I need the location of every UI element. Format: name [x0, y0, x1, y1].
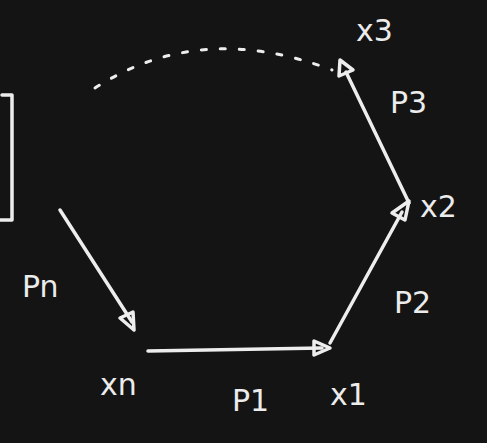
chalk-label: P2: [394, 288, 431, 318]
bracket: [0, 95, 12, 220]
chalk-label: xn: [100, 370, 137, 400]
chalk-label: P3: [390, 88, 427, 118]
arrowhead: [339, 60, 353, 76]
arrow-p2: [330, 212, 402, 343]
chalk-label: P1: [232, 386, 269, 416]
arrowhead: [314, 341, 330, 355]
arrowhead: [120, 312, 134, 330]
arrow-p1: [148, 348, 322, 351]
arrow-pn: [60, 210, 132, 322]
chalk-label: x2: [420, 192, 457, 222]
chalk-label: x3: [356, 16, 393, 46]
chalk-label: x1: [330, 380, 367, 410]
dashed-arc: [95, 49, 332, 88]
chalk-label: Pn: [22, 272, 59, 302]
arrowhead: [392, 201, 409, 220]
